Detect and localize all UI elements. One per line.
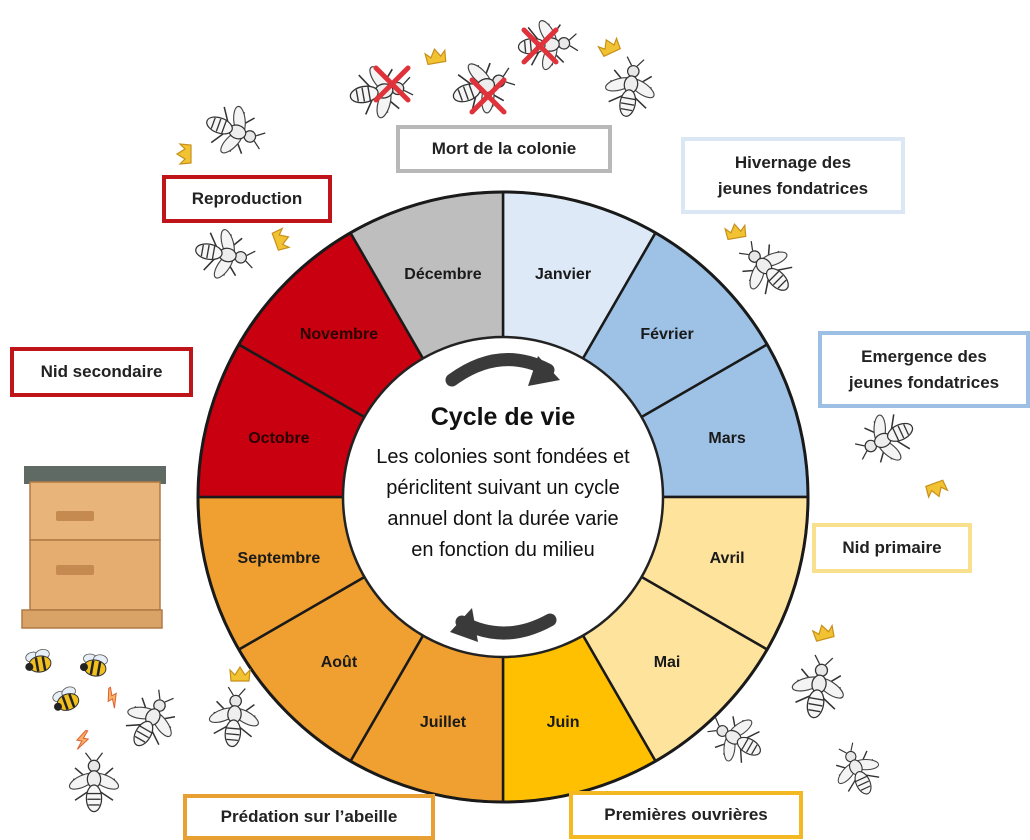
label-text: Nid primaire bbox=[842, 538, 942, 557]
center-disc bbox=[341, 335, 665, 659]
month-label: Juillet bbox=[420, 714, 467, 731]
cycle-arrow-head-icon bbox=[450, 608, 478, 642]
label-hivernage: Hivernage des jeunes fondatrices bbox=[681, 137, 905, 214]
label-text: Hivernage des bbox=[734, 152, 852, 172]
label-text: jeunes fondatrices bbox=[717, 178, 869, 198]
month-label: Avril bbox=[710, 550, 745, 567]
label-text: Prédation sur l’abeille bbox=[220, 807, 398, 826]
month-label: Février bbox=[640, 326, 693, 343]
label-text: Mort de la colonie bbox=[431, 139, 577, 158]
month-label: Octobre bbox=[248, 430, 309, 447]
label-text: jeunes fondatrices bbox=[848, 372, 1000, 392]
label-premieres-ouvrieres: Premières ouvrières bbox=[569, 791, 803, 839]
beehive-icon bbox=[21, 466, 166, 629]
lightning-icon bbox=[102, 685, 123, 710]
label-mort-colonie: Mort de la colonie bbox=[396, 125, 612, 173]
honeybee-icon bbox=[21, 647, 110, 716]
month-label: Janvier bbox=[535, 266, 591, 283]
month-label: Mars bbox=[708, 430, 745, 447]
lightning-icon bbox=[74, 728, 91, 752]
month-label: Décembre bbox=[404, 266, 481, 283]
month-label: Septembre bbox=[238, 550, 321, 567]
label-text: Reproduction bbox=[191, 189, 303, 208]
label-emergence: Emergence des jeunes fondatrices bbox=[818, 331, 1030, 408]
label-nid-primaire: Nid primaire bbox=[812, 523, 972, 573]
label-text: Premières ouvrières bbox=[604, 805, 768, 824]
center-text-line: périclitent suivant un cycle bbox=[386, 477, 619, 499]
month-label: Mai bbox=[654, 654, 681, 671]
center-text-line: Les colonies sont fondées et bbox=[376, 446, 630, 468]
month-label: Juin bbox=[547, 714, 580, 731]
label-reproduction: Reproduction bbox=[162, 175, 332, 223]
center-title: Cycle de vie bbox=[431, 403, 576, 431]
label-text: Nid secondaire bbox=[40, 362, 163, 381]
label-predation: Prédation sur l’abeille bbox=[183, 794, 435, 840]
month-label: Novembre bbox=[300, 326, 378, 343]
label-nid-secondaire: Nid secondaire bbox=[10, 347, 193, 397]
label-text: Emergence des bbox=[861, 346, 987, 366]
month-label: Août bbox=[321, 654, 358, 671]
cycle-arrow-head-icon bbox=[528, 356, 560, 386]
wheel-outline bbox=[196, 190, 810, 804]
center-text-line: en fonction du milieu bbox=[411, 539, 594, 561]
center-text-line: annuel dont la durée varie bbox=[387, 508, 618, 530]
